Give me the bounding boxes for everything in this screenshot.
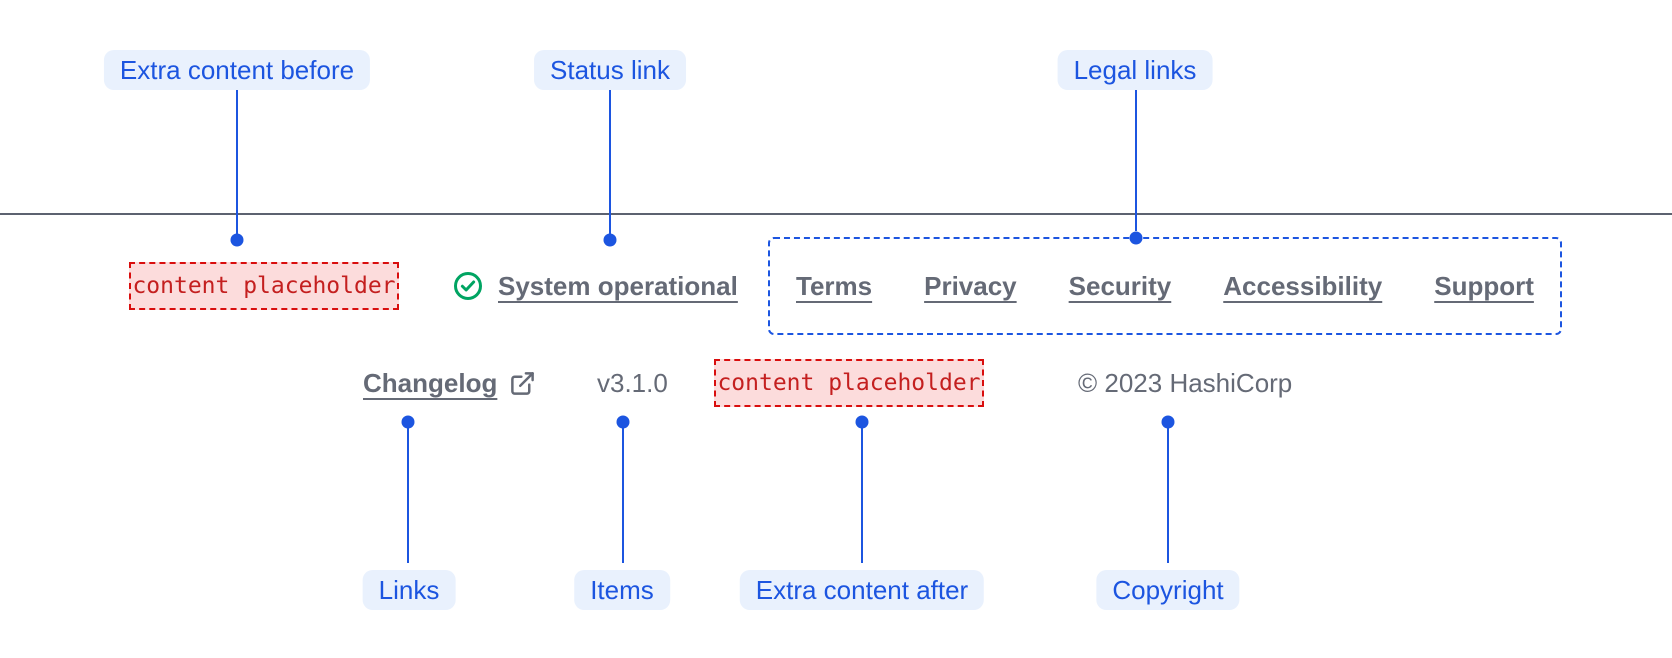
check-circle-icon bbox=[453, 271, 483, 301]
callout-legal-links: Legal links bbox=[1057, 50, 1213, 90]
pointer-dot bbox=[1161, 415, 1175, 429]
callout-extra-content-after: Extra content after bbox=[739, 570, 985, 610]
callout-links: Links bbox=[362, 570, 456, 610]
pointer-dot bbox=[230, 233, 244, 247]
extra-content-after-placeholder: content placeholder bbox=[714, 359, 984, 407]
pointer-dot bbox=[1129, 231, 1143, 245]
status-link-label[interactable]: System operational bbox=[498, 270, 738, 301]
callout-extra-content-before: Extra content before bbox=[103, 50, 371, 90]
pointer-dot bbox=[603, 233, 617, 247]
pointer-dot bbox=[616, 415, 630, 429]
pointer-line bbox=[1135, 90, 1137, 231]
pointer-line bbox=[609, 90, 611, 234]
pointer-line bbox=[407, 428, 409, 563]
legal-link-terms[interactable]: Terms bbox=[796, 270, 873, 301]
pointer-line bbox=[622, 428, 624, 563]
legal-link-security[interactable]: Security bbox=[1068, 270, 1172, 301]
callout-copyright: Copyright bbox=[1096, 570, 1240, 610]
version-label: v3.1.0 bbox=[597, 367, 668, 398]
status-link[interactable]: System operational bbox=[453, 262, 738, 310]
pointer-dot bbox=[855, 415, 869, 429]
callout-status-link: Status link bbox=[534, 50, 686, 90]
legal-link-privacy[interactable]: Privacy bbox=[924, 270, 1017, 301]
pointer-dot bbox=[401, 415, 415, 429]
legal-link-support[interactable]: Support bbox=[1434, 270, 1534, 301]
changelog-link-label[interactable]: Changelog bbox=[363, 367, 498, 398]
pointer-line bbox=[1167, 428, 1169, 563]
copyright-text: © 2023 HashiCorp bbox=[1078, 367, 1293, 398]
changelog-link[interactable]: Changelog bbox=[363, 359, 536, 407]
pointer-line bbox=[236, 90, 238, 234]
legal-links-group: Terms Privacy Security Accessibility Sup… bbox=[768, 237, 1562, 335]
legal-link-accessibility[interactable]: Accessibility bbox=[1223, 270, 1383, 301]
pointer-line bbox=[861, 428, 863, 563]
top-divider-line bbox=[0, 213, 1672, 215]
external-link-icon bbox=[509, 370, 536, 397]
callout-items: Items bbox=[574, 570, 670, 610]
extra-content-before-placeholder: content placeholder bbox=[129, 262, 399, 310]
